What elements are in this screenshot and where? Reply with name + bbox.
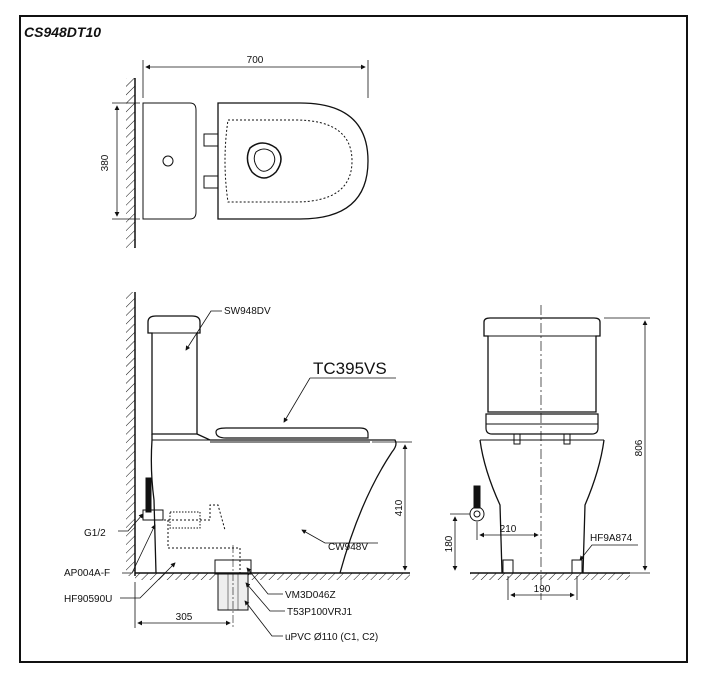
inlet-thread-label: G1/2: [84, 528, 106, 539]
leader-hf90590: [120, 562, 176, 599]
front-seat: [485, 413, 599, 435]
top-bowl-rim: [224, 119, 353, 203]
leader-ap004: [122, 524, 156, 574]
dim-806-label: 806: [634, 439, 645, 456]
top-seat: [217, 102, 369, 220]
seat-part-label: TC395VS: [313, 359, 387, 378]
side-view: [118, 292, 412, 637]
inlet-pipe: [145, 477, 152, 513]
valve-part-label: AP004A-F: [64, 568, 110, 579]
fixing-part-label: HF9A874: [590, 533, 633, 544]
leader-bowl: [301, 529, 378, 544]
top-wall-hatch: [126, 78, 135, 248]
front-inlet-pipe: [473, 485, 481, 509]
leader-vm3d: [246, 567, 283, 595]
leader-upvc: [244, 600, 283, 637]
leader-t53: [245, 582, 285, 612]
side-wall-hatch: [126, 292, 135, 576]
dim-190-label: 190: [534, 584, 551, 595]
front-inlet-icon: [469, 506, 485, 522]
model-title: CS948DT10: [24, 24, 102, 40]
dim-380-label: 380: [100, 154, 111, 171]
leader-tank: [185, 310, 222, 351]
drawing-frame: [19, 15, 688, 663]
pipe-spec-label: uPVC Ø110 (C1, C2): [285, 632, 378, 643]
top-bowl-outer: [246, 142, 282, 179]
dim-305-label: 305: [176, 612, 193, 623]
side-trapway: [160, 504, 241, 575]
dim-410-label: 410: [394, 499, 405, 516]
top-bowl-inner: [253, 148, 276, 172]
front-bowl: [479, 439, 605, 574]
leader-seat: [283, 377, 311, 423]
front-tank: [483, 317, 601, 413]
hinge-right: [203, 175, 219, 189]
leader-g12: [118, 513, 144, 532]
tank-part-label: SW948DV: [224, 306, 271, 317]
dim-210-label: 210: [500, 524, 517, 535]
parts-b-label: T53P100VRJ1: [287, 607, 352, 618]
parts-a-label: VM3D046Z: [285, 590, 336, 601]
leader-hf9a874: [579, 544, 638, 561]
front-floor-hatch: [470, 573, 630, 580]
top-view: [112, 60, 369, 248]
side-floor-hatch: [135, 573, 410, 580]
top-tank: [142, 102, 197, 220]
dim-180-label: 180: [444, 535, 455, 552]
dim-700-label: 700: [247, 55, 264, 66]
side-seat: [215, 427, 369, 439]
flush-button-icon: [162, 155, 174, 167]
bowl-part-label: CW948V: [328, 542, 368, 553]
front-view: [450, 305, 650, 600]
side-tank: [147, 315, 201, 435]
hinge-left: [203, 133, 219, 147]
hose-part-label: HF90590U: [64, 594, 112, 605]
